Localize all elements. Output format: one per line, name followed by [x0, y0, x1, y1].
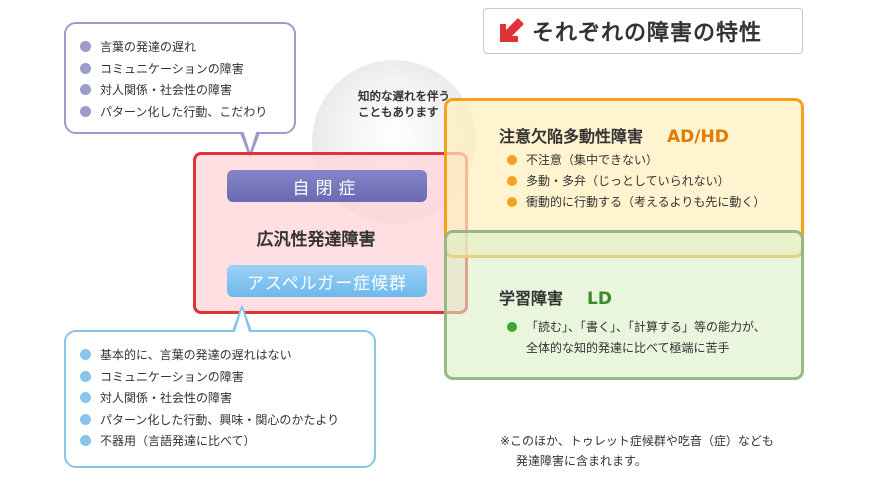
footnote-line1: ※このほか、トゥレット症候群や吃音（症）なども [500, 434, 774, 448]
list-item: 不器用（言語発達に比べて） [80, 430, 360, 452]
ld-name: 学習障害 [499, 289, 564, 308]
ld-abbr: LD [587, 289, 612, 309]
ld-box: 学習障害 LD 「読む」、「書く」、「計算する」等の能力が、 全体的な知的発達に比… [444, 230, 804, 380]
bubble-tail-fill [243, 130, 257, 152]
ld-trait-line1: 「読む」、「書く」、「計算する」等の能力が、 [526, 320, 766, 334]
list-item: 衝動的に行動する（考えるよりも先に動く） [507, 191, 765, 212]
bubble-tail-fill [235, 309, 249, 332]
asperger-traits-bubble: 基本的に、言葉の発達の遅れはない コミュニケーションの障害 対人関係・社会性の障… [64, 330, 376, 468]
bullet-icon [507, 322, 517, 332]
autism-label: 自閉症 [227, 170, 427, 202]
bullet-icon [80, 413, 91, 425]
list-item: 不注意（集中できない） [507, 149, 765, 170]
list-item: 基本的に、言葉の発達の遅れはない [80, 344, 360, 366]
list-item: コミュニケーションの障害 [80, 58, 280, 80]
autism-traits-bubble: 言葉の発達の遅れ コミュニケーションの障害 対人関係・社会性の障害 パターン化し… [64, 22, 296, 134]
ld-trait-line2: 全体的な知的発達に比べて極端に苦手 [526, 341, 730, 355]
bullet-icon [80, 370, 91, 382]
adhd-name: 注意欠陥多動性障害 [499, 127, 644, 146]
bullet-icon [507, 196, 517, 207]
adhd-abbr: AD/HD [667, 127, 729, 147]
ld-heading: 学習障害 LD [499, 285, 612, 309]
pdd-box: 自閉症 広汎性発達障害 アスペルガー症候群 [193, 152, 468, 314]
list-item: パターン化した行動、こだわり [80, 101, 280, 123]
bullet-icon [80, 349, 91, 361]
arrow-down-left-icon [500, 18, 524, 42]
footnote-line2: 発達障害に含まれます。 [516, 454, 647, 468]
list-item: 対人関係・社会性の障害 [80, 387, 360, 409]
bullet-icon [80, 435, 91, 447]
adhd-heading: 注意欠陥多動性障害 AD/HD [499, 123, 729, 147]
list-item: 言葉の発達の遅れ [80, 36, 280, 58]
asperger-label: アスペルガー症候群 [227, 265, 427, 297]
footnote: ※このほか、トゥレット症候群や吃音（症）なども 発達障害に含まれます。 [500, 431, 774, 471]
bullet-icon [507, 154, 517, 165]
list-item: コミュニケーションの障害 [80, 366, 360, 388]
page-title: それぞれの障害の特性 [532, 21, 763, 46]
intellectual-delay-note: 知的な遅れを伴うこともあります [358, 89, 450, 119]
bullet-icon [80, 62, 91, 74]
pdd-label: 広汎性発達障害 [256, 230, 376, 250]
list-item: 「読む」、「書く」、「計算する」等の能力が、 全体的な知的発達に比べて極端に苦手 [507, 317, 766, 359]
bullet-icon [80, 41, 91, 53]
bullet-icon [507, 175, 517, 186]
list-item: 対人関係・社会性の障害 [80, 79, 280, 101]
bullet-icon [80, 84, 91, 96]
bullet-icon [80, 392, 91, 404]
bullet-icon [80, 105, 91, 117]
title-box: それぞれの障害の特性 [483, 8, 803, 54]
list-item: 多動・多弁（じっとしていられない） [507, 170, 765, 191]
list-item: パターン化した行動、興味・関心のかたより [80, 409, 360, 431]
